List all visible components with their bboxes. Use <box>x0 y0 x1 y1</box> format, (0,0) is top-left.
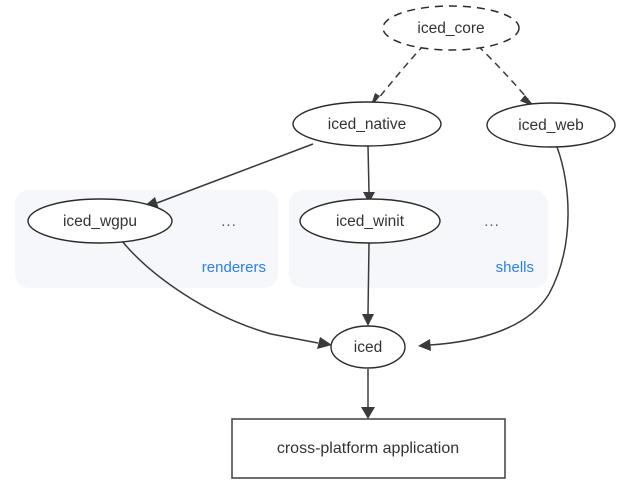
node-iced_web[interactable]: iced_web <box>486 102 616 148</box>
node-application[interactable]: cross-platform application <box>231 418 506 479</box>
edge-iced_web-to-iced <box>418 146 569 351</box>
cluster-renderers-ellipsis: ... <box>221 213 237 230</box>
node-iced[interactable]: iced <box>330 325 406 369</box>
edge-iced_core-to-iced_web <box>477 45 535 107</box>
node-application-shape[interactable] <box>231 418 506 479</box>
node-iced_native-label: iced_native <box>328 116 406 133</box>
node-iced_core[interactable]: iced_core <box>382 5 520 51</box>
node-iced_native[interactable]: iced_native <box>292 101 442 147</box>
node-iced_winit-label: iced_winit <box>336 213 405 230</box>
edge-iced_native-to-iced_winit <box>363 145 375 203</box>
node-iced-label: iced <box>354 339 382 356</box>
node-iced_wgpu-shape[interactable] <box>27 198 173 244</box>
node-iced-shape[interactable] <box>330 325 406 369</box>
node-iced_web-shape[interactable] <box>486 102 616 148</box>
node-iced_winit[interactable]: iced_winit <box>299 198 441 244</box>
node-iced_wgpu-label: iced_wgpu <box>63 213 137 230</box>
node-iced_core-label: iced_core <box>417 20 484 37</box>
node-iced_winit-shape[interactable] <box>299 198 441 244</box>
edge-iced_wgpu-to-iced <box>121 240 332 349</box>
edge-iced_winit-to-iced <box>362 242 374 326</box>
node-application-label: cross-platform application <box>277 440 459 457</box>
edge-iced-to-application <box>361 369 375 419</box>
cluster-renderers-label: renderers <box>202 259 266 276</box>
node-iced_native-shape[interactable] <box>292 101 442 147</box>
cluster-shells-label: shells <box>496 259 534 276</box>
node-iced_web-label: iced_web <box>518 117 584 134</box>
node-iced_core-shape[interactable] <box>382 5 520 51</box>
node-iced_wgpu[interactable]: iced_wgpu <box>27 198 173 244</box>
cluster-shells-ellipsis: ... <box>484 213 500 230</box>
edge-iced_core-to-iced_native <box>370 44 425 108</box>
